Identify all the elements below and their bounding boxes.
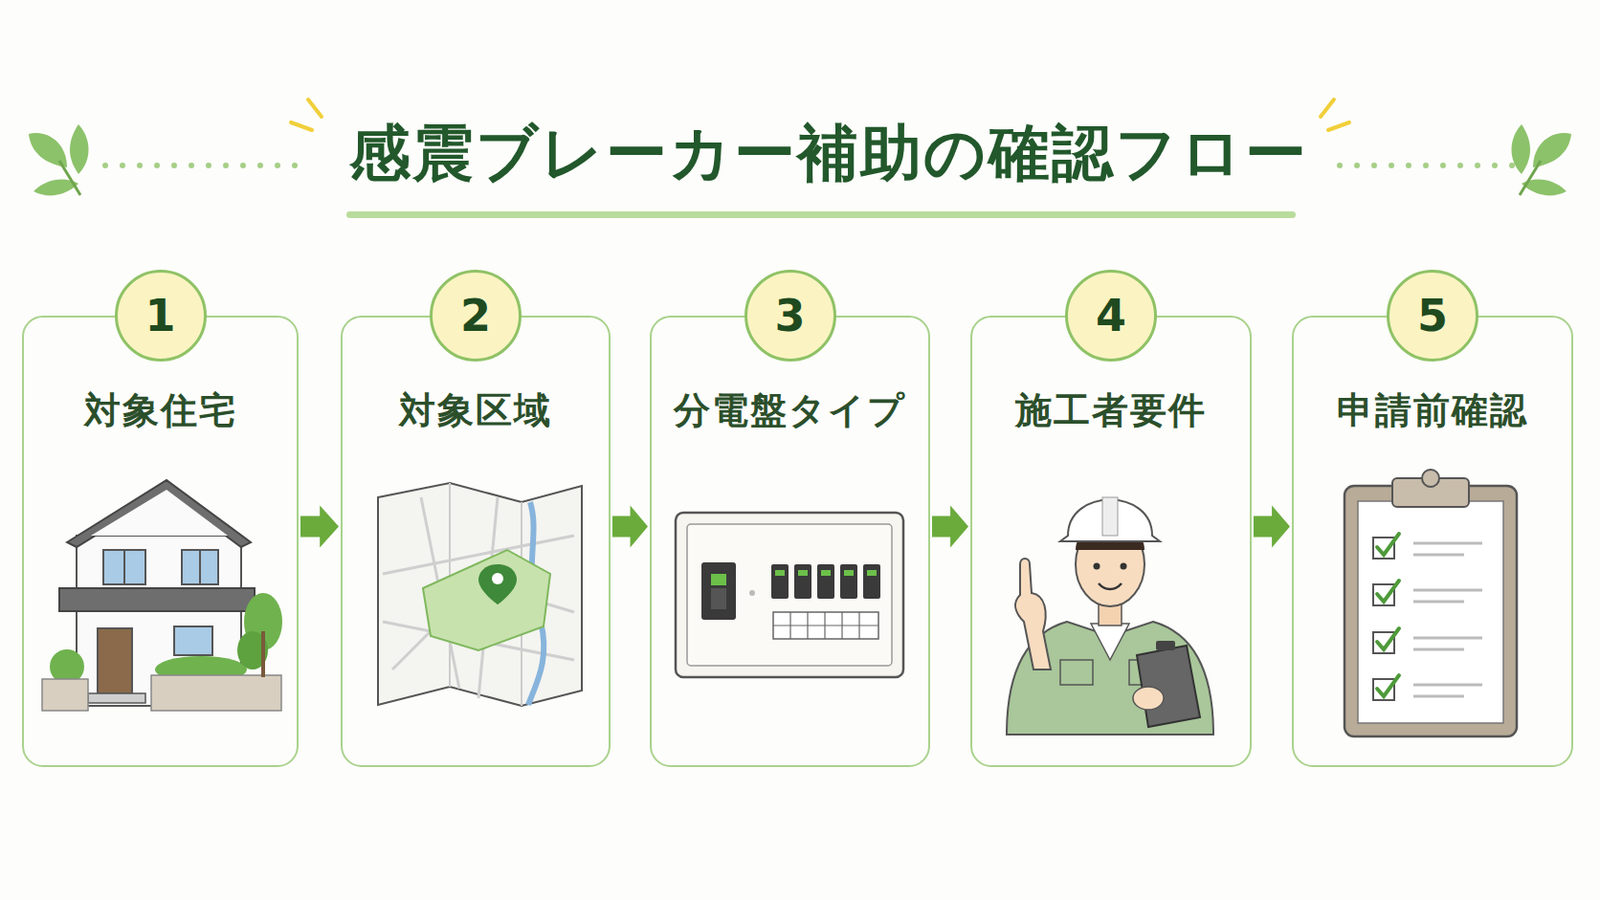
arrow-shape	[1253, 505, 1290, 548]
step-heading: 分電盤タイプ	[651, 386, 929, 436]
arrow-shape	[300, 505, 339, 548]
step-number: 4	[1095, 289, 1127, 342]
step-number: 3	[774, 289, 805, 342]
step-card: 対象住宅1	[22, 315, 299, 768]
step-heading: 申請前確認	[1293, 386, 1572, 436]
step-heading: 対象区域	[342, 386, 609, 436]
step-number-circle: 5	[1386, 269, 1479, 362]
diagram-title: 感震ブレーカー補助の確認フロー	[0, 112, 1600, 196]
step-number-circle: 2	[429, 269, 522, 362]
flow-arrow	[932, 505, 969, 548]
flow-arrow	[300, 505, 339, 548]
breaker-panel-illustration	[675, 512, 904, 678]
flow-arrow	[1253, 505, 1290, 548]
step-number: 2	[460, 289, 491, 342]
worker-illustration	[1006, 497, 1214, 735]
step-number-circle: 3	[744, 269, 837, 362]
arrow-shape	[612, 505, 648, 548]
step-card: 対象区域2	[340, 315, 611, 768]
clipboard-illustration	[1344, 469, 1517, 737]
arrow-shape	[932, 505, 969, 548]
step-number: 1	[144, 289, 176, 342]
step-card: 分電盤タイプ3	[649, 315, 931, 768]
step-card: 申請前確認5	[1291, 315, 1574, 768]
step-card: 施工者要件4	[970, 315, 1252, 768]
step-number-circle: 4	[1065, 269, 1157, 362]
step-heading: 施工者要件	[972, 386, 1250, 436]
step-number-circle: 1	[114, 269, 207, 362]
map-illustration	[377, 483, 582, 707]
step-number: 5	[1417, 289, 1448, 342]
step-heading: 対象住宅	[23, 386, 297, 436]
flow-arrow	[612, 505, 648, 548]
house-illustration	[42, 480, 283, 712]
